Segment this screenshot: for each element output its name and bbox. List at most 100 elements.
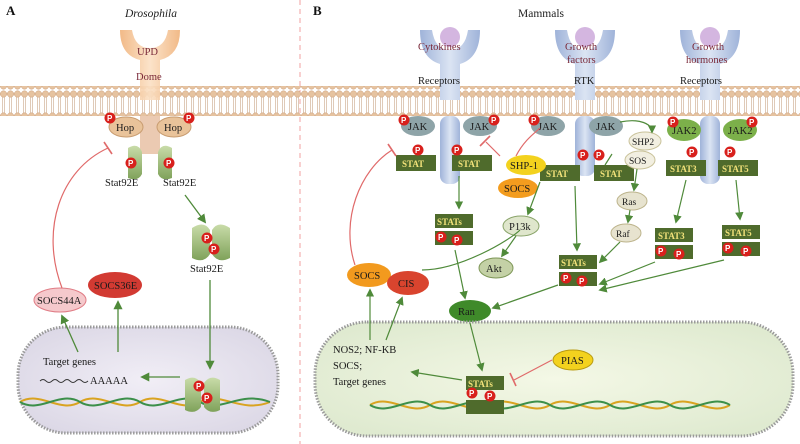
stat92e-dimer-label: Stat92E: [190, 264, 223, 275]
phospho-a2: P: [183, 112, 195, 124]
panel-b-inhibitions: [349, 127, 553, 387]
socs44a-label: SOCS44A: [37, 296, 82, 307]
sos-shape: [624, 150, 656, 170]
arrow-b-16: [410, 368, 463, 381]
svg-text:P: P: [204, 394, 210, 403]
akt-label: Akt: [486, 264, 502, 275]
phospho-b8: P: [667, 116, 679, 128]
stat-box-4: [594, 165, 634, 181]
stat92e-right-label: Stat92E: [163, 178, 196, 189]
stats-dimer-2-label: STATs: [561, 258, 586, 268]
arrow-a-1: [184, 194, 207, 224]
arrow-b-7: [624, 209, 634, 224]
socs-small-shape: [498, 178, 538, 198]
phospho-a7: P: [193, 380, 205, 392]
stat-box-2-label: STAT: [458, 159, 480, 169]
ran-shape: [449, 300, 491, 322]
dna-b-strand2: [369, 400, 731, 410]
cis-label: CIS: [398, 279, 415, 290]
socs-small-label: SOCS: [504, 184, 530, 195]
phospho-b18: P: [722, 242, 734, 254]
sos-label: SOS: [629, 157, 646, 167]
phospho-b14: P: [560, 272, 572, 284]
inhibit-b-2-bar: [479, 135, 491, 147]
inhibit-b-3: [515, 127, 541, 157]
cytokine-ligand: [440, 27, 460, 47]
phospho-b9: P: [746, 116, 758, 128]
svg-text:P: P: [128, 159, 134, 168]
inhibit-b-4: [513, 359, 553, 381]
growth-factor-ligand: [575, 27, 595, 47]
svg-text:P: P: [107, 114, 113, 123]
svg-text:P: P: [469, 389, 475, 398]
phospho-b11: P: [724, 146, 736, 158]
stats-dna-label: STATs: [468, 379, 493, 389]
svg-text:P: P: [596, 151, 602, 160]
upd-ligand: [120, 30, 180, 100]
svg-text:P: P: [186, 114, 192, 123]
svg-text:P: P: [580, 151, 586, 160]
stat3-box: [666, 160, 706, 176]
stat3-box-label: STAT3: [670, 164, 697, 174]
svg-text:P: P: [415, 146, 421, 155]
stat-box-2: [452, 155, 492, 171]
arrow-b-2: [454, 249, 468, 300]
socs36e-label: SOCS36E: [94, 281, 137, 292]
inhibit-b-1: [349, 149, 393, 266]
nuclear-target-2: SOCS;: [333, 361, 362, 372]
dome-receptor: [140, 116, 160, 154]
svg-text:P: P: [531, 116, 537, 125]
arrow-b-6: [630, 168, 640, 192]
dome-label: Dome: [136, 72, 162, 83]
phospho-b4: P: [451, 144, 463, 156]
arrow-b-19: [604, 153, 613, 166]
panel-b-title: Mammals: [518, 8, 565, 20]
socs-label: SOCS: [354, 271, 380, 282]
svg-text:P: P: [676, 250, 682, 259]
svg-text:P: P: [454, 146, 460, 155]
arrow-b-12: [598, 259, 725, 293]
panel-b-arrows: [365, 120, 744, 381]
p13k-shape: [502, 215, 540, 237]
phospho-b2: P: [488, 114, 500, 126]
jak-1a-label: JAK: [408, 122, 428, 133]
phospho-b16: P: [655, 245, 667, 257]
svg-text:P: P: [438, 233, 444, 242]
arrow-b-8: [598, 241, 621, 264]
polya-label: AAAAA: [90, 376, 128, 387]
dna-a-strand2: [19, 397, 271, 407]
panel-a-letter: A: [6, 3, 16, 18]
svg-text:P: P: [196, 382, 202, 391]
arrow-b-4: [526, 181, 541, 216]
shp2-label: SHP2: [632, 138, 654, 148]
svg-text:P: P: [204, 234, 210, 243]
target-genes-a: Target genes: [43, 357, 96, 368]
shp1-label: SHP-1: [510, 161, 538, 172]
stat-box-1-label: STAT: [402, 159, 424, 169]
phospho-b21: P: [484, 390, 496, 402]
jak-1b: [463, 116, 497, 136]
stat3-dimer-top: [655, 228, 693, 242]
arrow-a-5: [60, 314, 79, 353]
stat5-dimer-label: STAT5: [725, 228, 752, 238]
cell-membrane: [0, 86, 800, 116]
cytokines-label: Cytokines: [418, 42, 461, 53]
arrow-b-9: [673, 179, 687, 224]
rtk-body: [575, 116, 595, 176]
phospho-b5: P: [528, 114, 540, 126]
stat92e-left-label: Stat92E: [105, 178, 138, 189]
shp1-shape: [506, 155, 546, 175]
svg-text:P: P: [563, 274, 569, 283]
socs36e-shape: [88, 272, 142, 298]
stat-box-1: [396, 155, 436, 171]
svg-text:P: P: [727, 148, 733, 157]
growth-factors-label-2: factors: [567, 55, 596, 66]
stats-dimer-1-top: [435, 214, 473, 228]
nuclear-target-1: NOS2; NF-KB: [333, 345, 396, 356]
jak-2a-label: JAK: [538, 122, 558, 133]
stats-dna-bottom: [466, 400, 504, 414]
growth-hormones-label-2: hormones: [686, 55, 727, 66]
phospho-b1: P: [398, 114, 410, 126]
jak-2b-label: JAK: [596, 122, 616, 133]
